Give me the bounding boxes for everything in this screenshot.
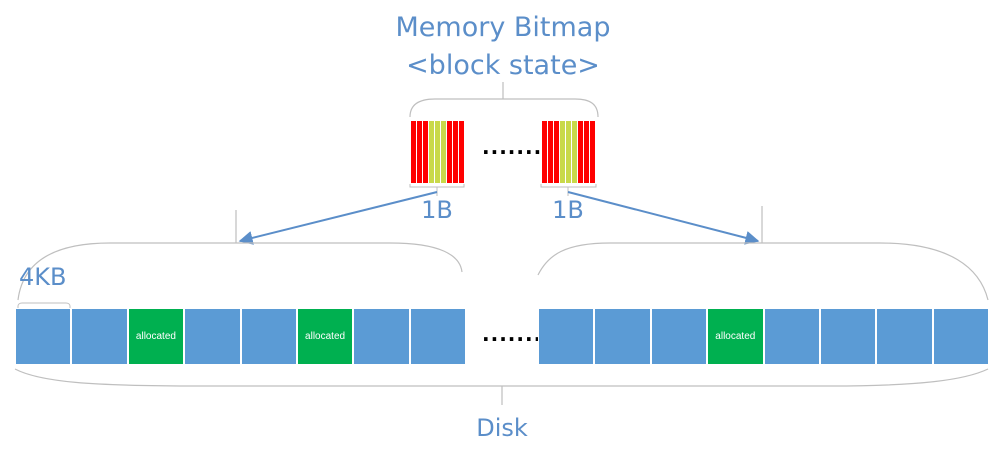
byte-bracket-right: [540, 184, 597, 188]
disk-block-free: [71, 308, 128, 365]
bitmap-bit-set: [571, 121, 577, 183]
bitmap-bit-clear: [422, 121, 428, 183]
disk-block-allocated: allocated: [296, 308, 354, 365]
disk-block-free: [15, 308, 72, 365]
disk-block-free: [353, 308, 410, 365]
bitmap-bit-set: [565, 121, 571, 183]
disk-blocks-left: allocated allocated: [15, 308, 466, 365]
bitmap-bit-clear: [452, 121, 458, 183]
disk-block-free: [538, 308, 595, 365]
disk-block-free: [594, 308, 651, 365]
bitmap-bit-set: [428, 121, 434, 183]
allocated-label: allocated: [305, 331, 346, 342]
byte-label-left: 1B: [421, 196, 453, 224]
disk-block-free: [876, 308, 933, 365]
block-size-label: 4KB: [19, 263, 67, 291]
bitmap-bracket: [409, 98, 599, 118]
bitmap-bit-clear: [446, 121, 452, 183]
disk-bracket-right: [537, 242, 989, 301]
allocated-label: allocated: [135, 331, 176, 342]
disk-bottom-bracket: [14, 368, 989, 387]
disk-bracket-left: [17, 242, 463, 301]
title-line-1: Memory Bitmap: [395, 12, 611, 43]
bitmap-bit-clear: [541, 121, 547, 183]
bitmap-bit-set: [440, 121, 446, 183]
disk-block-allocated: allocated: [707, 308, 764, 365]
bitmap-bit-clear: [410, 121, 416, 183]
bitmap-bit-clear: [589, 121, 595, 183]
disk-block-free: [763, 308, 820, 365]
bitmap-bit-clear: [553, 121, 559, 183]
bitmap-bit-set: [559, 121, 565, 183]
bitmap-bit-clear: [583, 121, 589, 183]
bitmap-bit-clear: [416, 121, 422, 183]
block-size-bracket: [17, 302, 71, 310]
disk-block-free: [819, 308, 877, 365]
bitmap-byte-right: [541, 121, 595, 183]
disk-block-allocated: allocated: [127, 308, 185, 365]
disk-label: Disk: [476, 414, 528, 442]
bitmap-bit-clear: [547, 121, 553, 183]
bitmap-byte-left: [410, 121, 464, 183]
disk-block-free: [409, 308, 466, 365]
bitmap-bit-clear: [458, 121, 464, 183]
arrow-to-left-disk: [238, 191, 438, 245]
disk-blocks-right: allocated: [538, 308, 989, 365]
bitmap-bit-clear: [577, 121, 583, 183]
disk-block-free: [650, 308, 708, 365]
bitmap-ellipsis: ........: [482, 135, 551, 159]
arrow-to-right-disk: [567, 191, 760, 245]
disk-block-free: [184, 308, 241, 365]
byte-label-right: 1B: [552, 196, 584, 224]
disk-block-free: [240, 308, 297, 365]
bitmap-bit-set: [434, 121, 440, 183]
byte-bracket-left: [409, 184, 465, 188]
allocated-label: allocated: [715, 331, 756, 342]
disk-block-free: [932, 308, 989, 365]
title-line-2: <block state>: [406, 50, 600, 81]
